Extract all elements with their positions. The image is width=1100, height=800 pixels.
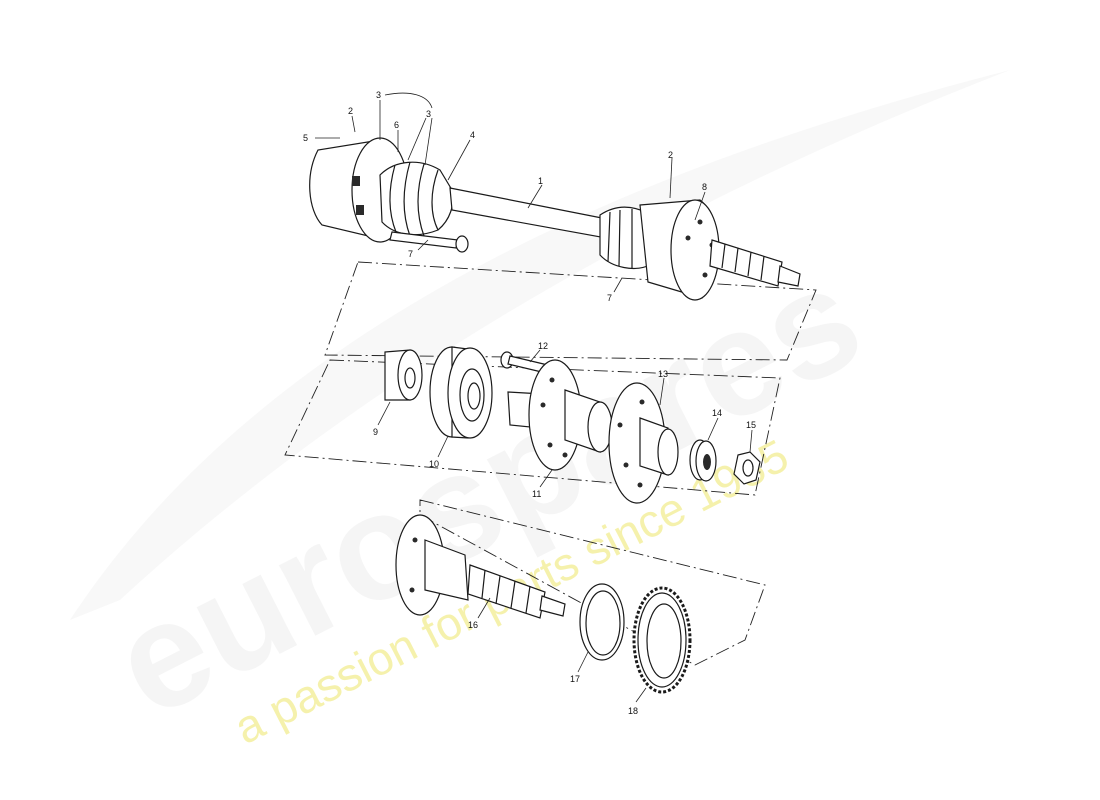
- callout-numbers: 1 2 2 3 3 4 5 6 7 7 8 9 10 11 12 13 14 1…: [303, 90, 756, 716]
- leader-7b: [613, 277, 623, 293]
- leader-lines: [315, 92, 753, 703]
- cv-housing-slot-b: [356, 205, 364, 215]
- leader-2a: [351, 115, 356, 133]
- drive-flange: [608, 382, 679, 504]
- spacer-bore: [404, 367, 416, 389]
- stub-axle-hole-2: [409, 587, 415, 593]
- leader-2b: [669, 157, 673, 199]
- wheel-bearing: [429, 346, 493, 439]
- leader-3b-left: [407, 117, 427, 161]
- leader-16: [477, 597, 491, 619]
- drive-flange-hole-1: [639, 399, 645, 405]
- thread-right: [777, 265, 801, 287]
- splined-stub-right: [709, 239, 783, 287]
- callout-15: 15: [746, 420, 756, 430]
- assembly-box-top: [324, 261, 817, 361]
- callout-2a: 2: [348, 106, 353, 116]
- callout-18: 18: [628, 706, 638, 716]
- leader-9: [377, 401, 391, 426]
- leader-3-bracket: [384, 92, 433, 109]
- callout-7b: 7: [607, 293, 612, 303]
- leader-7a: [417, 239, 429, 251]
- leader-12: [529, 349, 541, 363]
- leader-8: [694, 191, 706, 221]
- callout-11: 11: [532, 489, 541, 499]
- assembly-box-bottom: [419, 499, 766, 666]
- hub-flange-hole-2: [540, 402, 546, 408]
- callout-7a: 7: [408, 249, 413, 259]
- drive-shaft-assembly: [309, 137, 801, 301]
- stub-axle-spline-lines: [481, 569, 531, 614]
- stub-axle-thread: [539, 595, 566, 617]
- shaft-tube: [449, 187, 613, 239]
- leader-10: [437, 435, 449, 458]
- cv-boot-ribs: [389, 161, 439, 237]
- bolt-left: [389, 231, 459, 249]
- leader-1: [527, 184, 543, 209]
- cv-boot-left: [379, 161, 454, 236]
- callout-1: 1: [538, 176, 543, 186]
- stub-axle: [395, 514, 566, 619]
- leader-3b-right: [424, 117, 433, 166]
- washer: [689, 439, 717, 482]
- callout-3b: 3: [426, 109, 431, 119]
- tone-ring-inner: [646, 603, 682, 679]
- bearing-bore: [467, 382, 481, 410]
- leader-11: [539, 469, 553, 488]
- stub-axle-body: [424, 539, 469, 601]
- stub-axle-hole-1: [412, 537, 418, 543]
- leader-17: [577, 651, 589, 673]
- leader-18: [635, 687, 647, 703]
- cv-housing-bolt-4: [685, 235, 691, 241]
- stub-axle-splines: [467, 564, 546, 619]
- callout-12: 12: [538, 341, 548, 351]
- leader-4: [447, 139, 471, 181]
- spacer: [384, 349, 423, 401]
- cv-boot-right-ribs: [607, 209, 633, 268]
- leader-15: [749, 429, 753, 453]
- callout-2b: 2: [668, 150, 673, 160]
- callout-9: 9: [373, 427, 378, 437]
- drive-flange-hole-2: [617, 422, 623, 428]
- cv-housing-bolt-3: [702, 272, 708, 278]
- tone-ring: [632, 586, 692, 694]
- cv-housing-slot-a: [352, 176, 360, 186]
- callout-4: 4: [470, 130, 475, 140]
- snap-ring-inner: [585, 590, 621, 656]
- callout-3a: 3: [376, 90, 381, 100]
- callout-14: 14: [712, 408, 722, 418]
- callout-16: 16: [468, 620, 478, 630]
- drive-flange-hole-3: [623, 462, 629, 468]
- bolt-head-left: [455, 235, 469, 253]
- hub-flange-hole-3: [547, 442, 553, 448]
- assembly-outlines: [284, 261, 817, 666]
- callout-5: 5: [303, 133, 308, 143]
- drive-flange-boss-face: [657, 428, 679, 476]
- hub-flange-boss-face: [587, 401, 613, 453]
- callout-6: 6: [394, 120, 399, 130]
- cv-housing-bolt-1: [697, 219, 703, 225]
- hub-flange: [507, 359, 613, 471]
- callout-17: 17: [570, 674, 580, 684]
- assembly-box-middle: [284, 359, 781, 496]
- drive-flange-hole-4: [637, 482, 643, 488]
- callout-8: 8: [702, 182, 707, 192]
- splined-stub-right-splines: [721, 243, 765, 281]
- lock-nut-bore: [742, 459, 754, 477]
- callout-10: 10: [429, 459, 439, 469]
- hub-flange-hole-1: [549, 377, 555, 383]
- leader-14: [707, 417, 719, 441]
- hub-flange-hole-4: [562, 452, 568, 458]
- callout-13: 13: [658, 369, 668, 379]
- washer-hole: [703, 454, 711, 470]
- snap-ring: [579, 583, 625, 661]
- leader-13: [659, 377, 665, 406]
